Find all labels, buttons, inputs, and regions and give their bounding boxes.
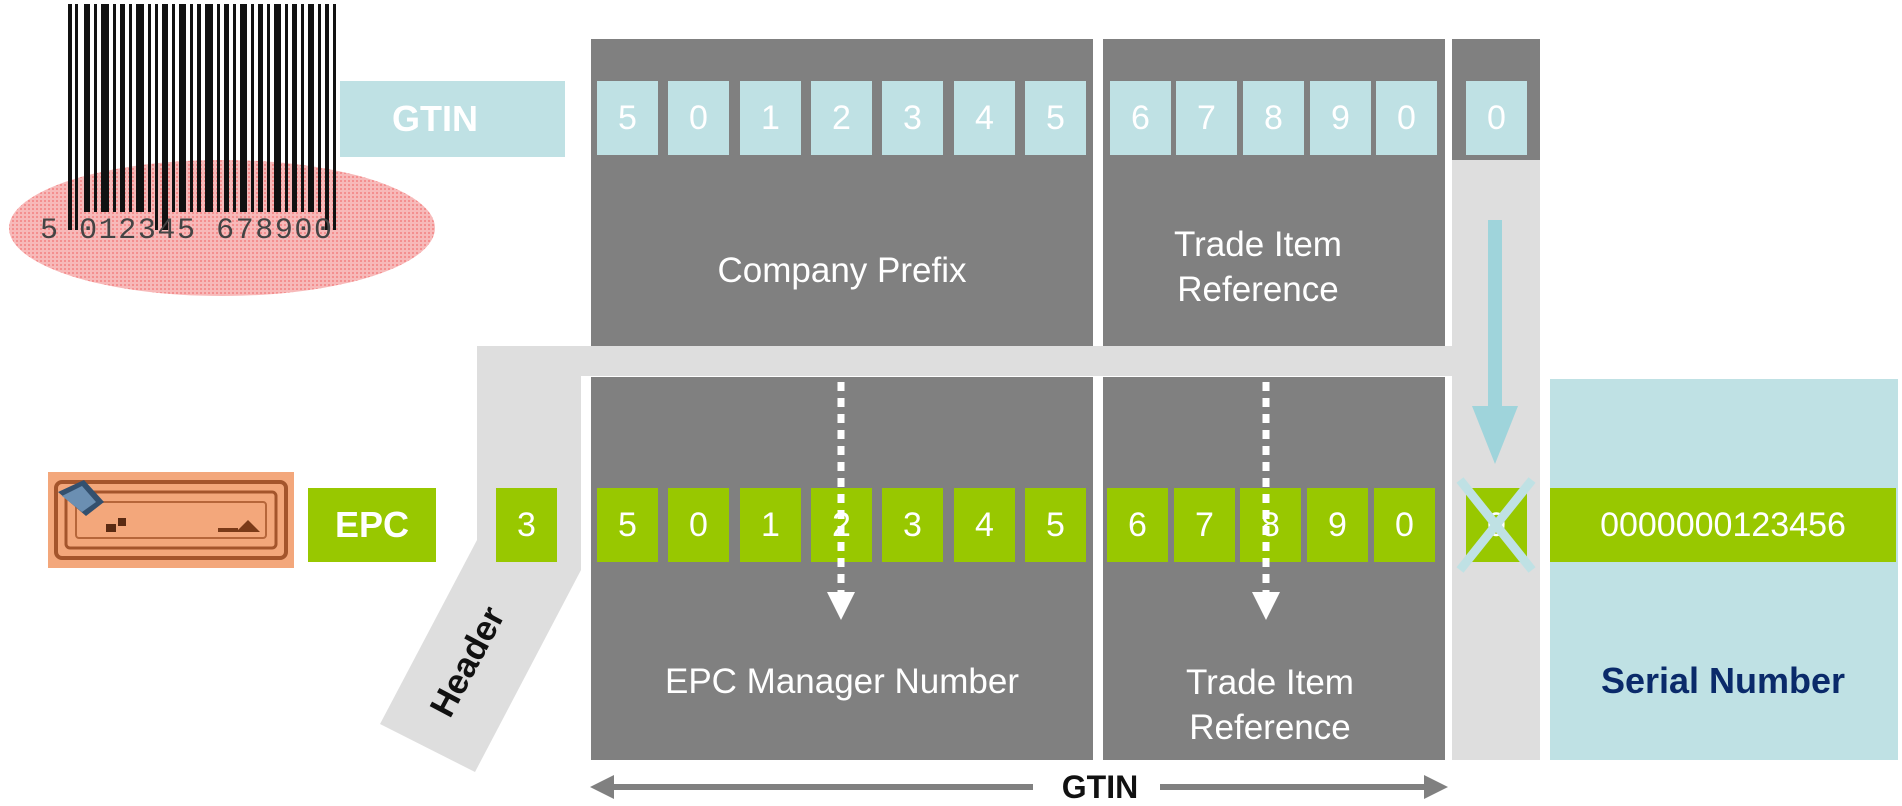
gtin-digit: 0 (668, 81, 729, 155)
gtin-span-arrow (590, 775, 1448, 799)
trade-item-reference-label-line2: Reference (1177, 270, 1339, 309)
gtin-digit: 4 (954, 81, 1015, 155)
header-band-shape (380, 540, 581, 772)
barcode-icon: 5 012345 678900 (9, 4, 435, 296)
epc-digit: 7 (1174, 488, 1235, 562)
rfid-tag-image (48, 472, 294, 568)
gtin-digit: 3 (882, 81, 943, 155)
epc-trade-item-reference-label-line2: Reference (1189, 708, 1351, 747)
gtin-span-label: GTIN (1040, 768, 1160, 806)
strike-x-icon (1456, 477, 1536, 573)
gtin-label: GTIN (392, 98, 478, 139)
epc-digit: 6 (1107, 488, 1168, 562)
dotted-arrow-item-reference (1252, 382, 1280, 620)
company-prefix-label: Company Prefix (717, 250, 967, 290)
dotted-arrow-manager (827, 382, 855, 620)
gtin-digit: 7 (1176, 81, 1237, 155)
serial-number-panel (1550, 379, 1898, 760)
epc-digit: 4 (954, 488, 1015, 562)
gtin-digit: 5 (1025, 81, 1086, 155)
gtin-tag (340, 81, 565, 157)
barcode-illustration: 5 012345 678900 (0, 0, 460, 300)
trade-item-reference-label-line1: Trade Item (1174, 225, 1342, 264)
epc-manager-number-panel (591, 377, 1093, 760)
gtin-digit: 2 (811, 81, 872, 155)
serial-number-label: Serial Number (1600, 660, 1846, 701)
serial-value-cell: 0000000123456 (1550, 488, 1896, 562)
epc-header-digit: 3 (496, 488, 557, 562)
epc-digit: 9 (1307, 488, 1368, 562)
rfid-tag-icon (48, 472, 294, 568)
epc-digit: 1 (740, 488, 801, 562)
epc-digit: 3 (882, 488, 943, 562)
gtin-digit: 0 (1376, 81, 1437, 155)
connector-band-horizontal (477, 346, 1540, 376)
check-digit-drop-arrow (1472, 220, 1518, 464)
epc-digit: 8 (1240, 488, 1301, 562)
epc-digit: 0 (668, 488, 729, 562)
epc-trade-item-reference-label-line1: Trade Item (1186, 663, 1354, 702)
epc-trade-item-reference-panel (1103, 377, 1445, 760)
barcode-digits: 5 012345 678900 (40, 214, 332, 248)
epc-digit: 0 (1374, 488, 1435, 562)
gtin-digit: 6 (1110, 81, 1171, 155)
gtin-digit: 1 (740, 81, 801, 155)
epc-digit: 5 (597, 488, 658, 562)
gtin-digit: 8 (1243, 81, 1304, 155)
gtin-digit: 5 (597, 81, 658, 155)
epc-digit: 5 (1025, 488, 1086, 562)
gtin-digit: 9 (1310, 81, 1371, 155)
epc-label: EPC (308, 488, 436, 562)
gtin-check-digit: 0 (1466, 81, 1527, 155)
epc-manager-number-label: EPC Manager Number (664, 661, 1020, 701)
